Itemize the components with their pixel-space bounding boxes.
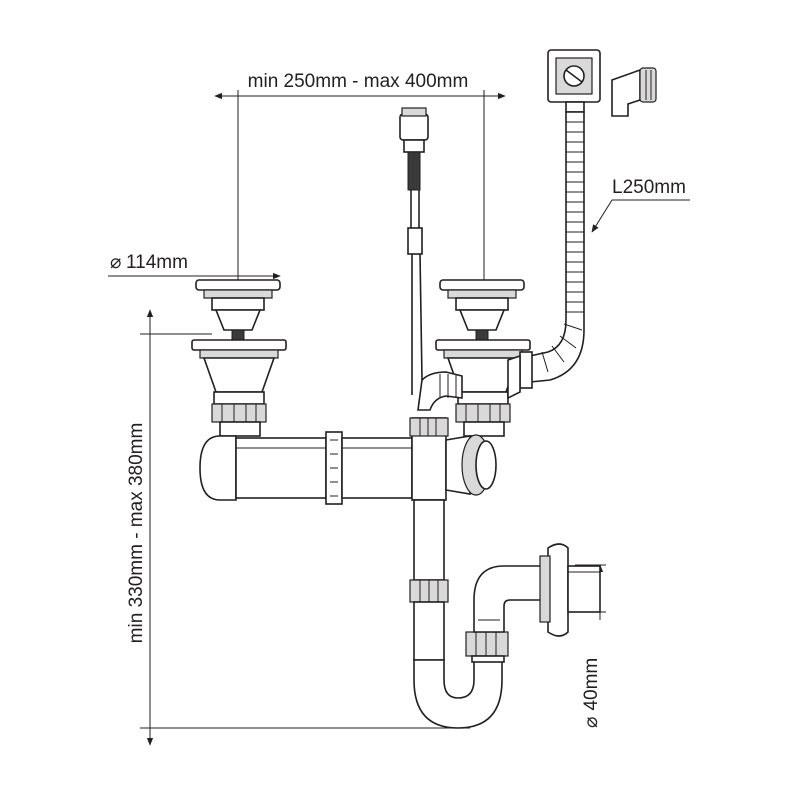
- vertical-tailpiece: [409, 499, 449, 661]
- hose-length-label: L250mm: [612, 177, 686, 198]
- height-dimension: min 330mm - max 380mm: [126, 309, 470, 746]
- overflow-corrugated-hose: [507, 49, 601, 400]
- strainer-diameter-label: 114mm: [126, 252, 188, 273]
- diameter-114-dimension: ⌀ 114mm: [108, 252, 281, 280]
- center-overflow-hose: [399, 107, 463, 411]
- diameter-symbol: ⌀: [110, 252, 121, 273]
- horizontal-connector-pipe: [199, 431, 413, 505]
- hose-length-dimension: L250mm: [591, 177, 690, 233]
- center-tee-fitting: [409, 417, 497, 501]
- p-trap: [413, 565, 549, 729]
- spacing-label: min 250mm - max 400mm: [248, 71, 469, 92]
- outlet-diameter-label: ⌀40mm: [581, 658, 602, 728]
- wall-outlet-flange: [539, 543, 601, 637]
- height-range-label: min 330mm - max 380mm: [126, 423, 147, 644]
- spacing-dimension: min 250mm - max 400mm: [214, 71, 506, 285]
- hose-corrugation: [541, 121, 584, 373]
- left-strainer: [191, 279, 287, 437]
- overflow-elbow-adapter: [611, 67, 657, 117]
